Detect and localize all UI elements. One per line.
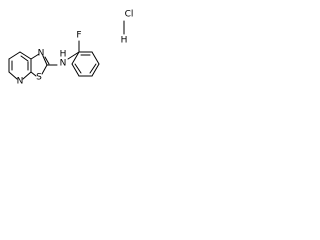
bond-ph-5 — [71, 63, 80, 77]
bond-ph-inner-2 — [89, 63, 97, 74]
amine-hydrogen-label: H — [60, 50, 67, 60]
bond-thz-3 — [41, 64, 48, 75]
bond-thz-2b — [44, 56, 50, 65]
bond-ph-3 — [91, 63, 100, 77]
bond-nh-ph — [67, 51, 80, 60]
bond-pyr-inner-2 — [20, 55, 29, 62]
atom-labels: N N S N H F Cl H — [17, 10, 134, 87]
amine-nitrogen-label: N — [60, 59, 67, 69]
bond-pyr-5 — [19, 51, 32, 60]
pyridine-nitrogen-label: N — [17, 77, 24, 87]
bonds — [8, 20, 125, 80]
bond-pyr-2 — [8, 71, 18, 80]
bond-thz-4 — [30, 71, 37, 77]
fluorine-label: F — [76, 31, 81, 41]
bond-thz-1 — [30, 53, 40, 60]
thiazole-sulfur-label: S — [36, 73, 42, 83]
bond-pyr-3 — [22, 71, 32, 80]
chlorine-label: Cl — [125, 10, 134, 20]
bond-ph-6 — [71, 51, 80, 65]
thiazole-nitrogen-label: N — [38, 49, 45, 59]
bond-ph-inner-3 — [74, 63, 82, 74]
bond-ph-2 — [91, 51, 100, 65]
chlorine-hydrogen-label: H — [121, 36, 128, 46]
bond-pyr-6 — [8, 51, 21, 60]
chemical-structure: N N S N H F Cl H — [8, 10, 134, 87]
bond-thz-2 — [42, 55, 48, 66]
